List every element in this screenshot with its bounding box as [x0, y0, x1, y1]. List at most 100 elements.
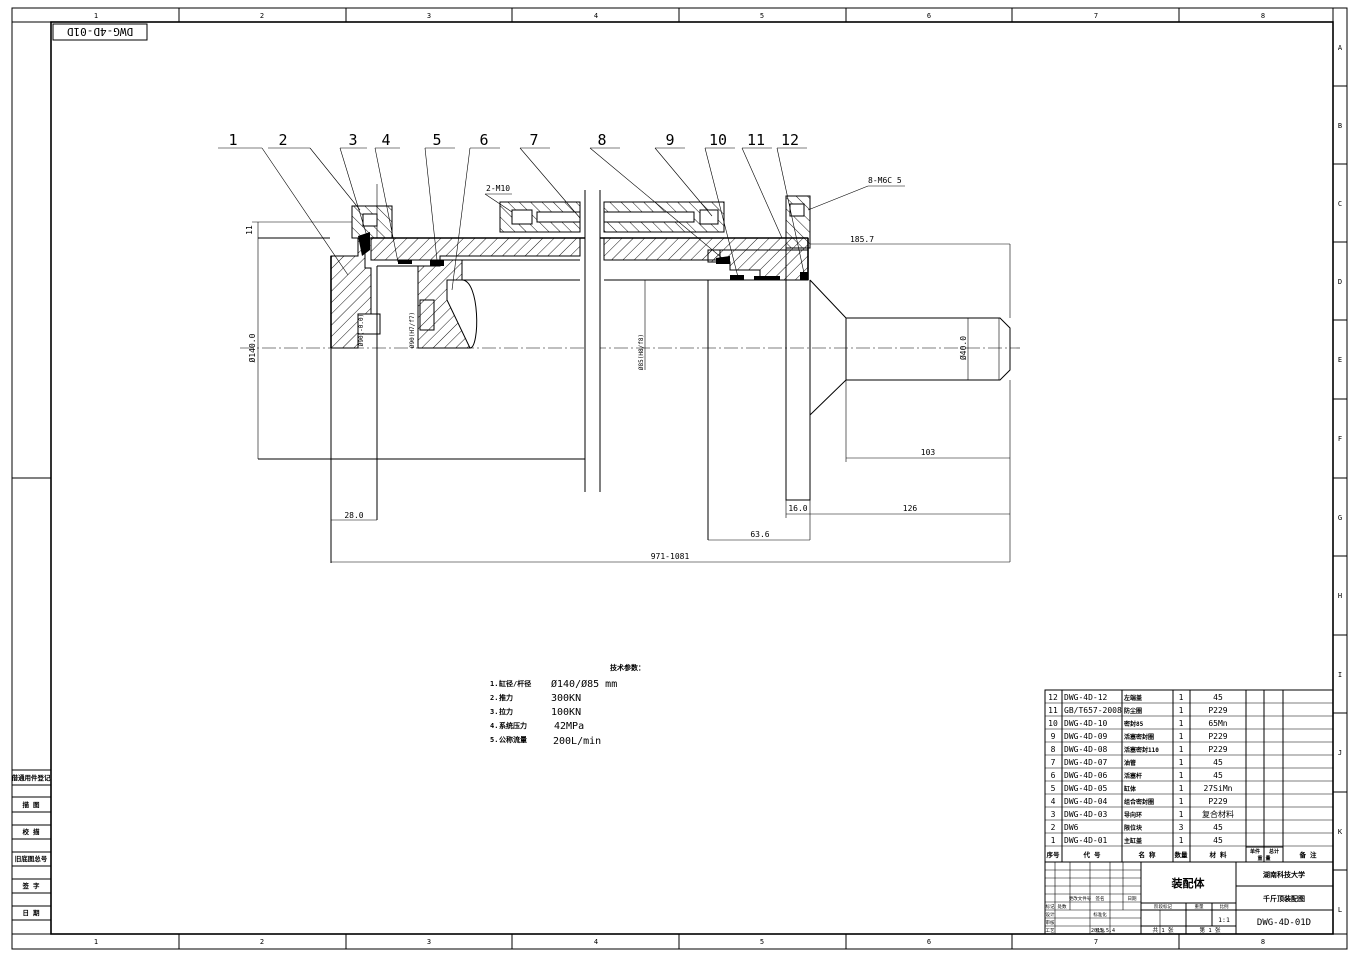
tb-label-mark: 标记 [1046, 903, 1055, 910]
parts-cell-name: 导向环 [1124, 811, 1142, 819]
parts-header-wunit: 重 量 [1257, 855, 1270, 862]
zone-row-i: I [1338, 671, 1342, 679]
parts-cell-name: 限位块 [1124, 824, 1143, 832]
callout-8-m6: 8-M6C 5 [868, 176, 902, 185]
tech-item-5-label: 公称流量 [499, 735, 527, 744]
parts-header-w1: 单件 [1250, 848, 1260, 855]
parts-cell-mat: 45 [1213, 836, 1223, 845]
parts-cell-name: 活塞密封圈 [1124, 733, 1154, 741]
zone-col-5b: 5 [760, 938, 764, 946]
tech-item-1-n: 1. [490, 680, 498, 688]
zone-row-e: E [1338, 356, 1342, 364]
strip-label-4: 旧底图总号 [15, 854, 48, 863]
end-cap-section [330, 237, 372, 349]
parts-cell-no: 3 [1051, 810, 1056, 819]
tb-label-ratio: 比例 [1220, 903, 1229, 910]
parts-header-name: 名 称 [1139, 850, 1156, 859]
tech-item-3-n: 3. [490, 708, 498, 716]
parts-cell-mat: 45 [1213, 693, 1223, 702]
parts-cell-no: 7 [1051, 758, 1056, 767]
balloon-4: 4 [381, 131, 390, 149]
dim-dia-140: Ø140.0 [247, 333, 257, 362]
tb-label-stage: 阶段标记 [1154, 903, 1172, 910]
dim-total: 971-1081 [651, 552, 690, 561]
zone-col-6: 6 [927, 12, 931, 20]
tb-label-approve: 批准 [1096, 927, 1105, 934]
dim-dia-a: Ø90(-0.0) [358, 314, 365, 347]
tech-item-3-value: 100KN [551, 707, 581, 718]
tb-label-design: 设计 [1046, 911, 1055, 918]
dim-dia-b: Ø90(H7/f7) [409, 312, 416, 348]
tb-label-sign: 签名 [1096, 895, 1105, 902]
parts-cell-qty: 1 [1179, 745, 1184, 754]
parts-cell-mat: 45 [1213, 823, 1223, 832]
balloon-7: 7 [529, 131, 538, 149]
zone-col-1: 1 [94, 12, 98, 20]
tech-item-3-label: 拉力 [499, 707, 513, 716]
tb-label-check: 审核 [1046, 919, 1055, 926]
parts-cell-qty: 1 [1179, 758, 1184, 767]
zone-row-l: L [1338, 906, 1342, 914]
parts-cell-code: DWG-4D-07 [1064, 758, 1108, 767]
parts-cell-name: 油管 [1124, 759, 1136, 767]
tech-item-2-n: 2. [490, 694, 498, 702]
parts-cell-name: 主缸盖 [1124, 837, 1142, 845]
parts-cell-code: DW6 [1064, 823, 1079, 832]
bolt-callouts: 2-M10 8-M6C 5 [484, 176, 905, 213]
parts-header-mat: 材 料 [1209, 850, 1227, 859]
strip-label-6: 日 期 [23, 908, 40, 917]
assembly-section-view [240, 184, 1020, 563]
parts-cell-code: DWG-4D-04 [1064, 797, 1108, 806]
zone-row-j: J [1338, 749, 1342, 757]
dim-28: 28.0 [344, 511, 363, 520]
dim-103: 103 [921, 448, 936, 457]
tech-item-4-n: 4. [490, 722, 498, 730]
parts-cell-name: 防尘圈 [1124, 707, 1142, 715]
drawing-code-stamp: DWG-4D-01D [52, 23, 148, 41]
parts-header-qty: 数量 [1175, 850, 1189, 859]
rod-gland-section [707, 249, 809, 281]
parts-cell-qty: 1 [1179, 771, 1184, 780]
tech-item-5-n: 5. [490, 736, 498, 744]
zone-col-4: 4 [594, 12, 598, 20]
parts-cell-no: 12 [1048, 693, 1058, 702]
rod-end [809, 279, 1011, 416]
zone-row-c: C [1338, 200, 1342, 208]
zone-row-f: F [1338, 435, 1342, 443]
balloon-11: 11 [747, 131, 765, 149]
tb-label-count: 处数 [1058, 903, 1067, 910]
tech-item-4-value: 42MPa [554, 721, 584, 732]
parts-header-code: 代 号 [1083, 850, 1101, 859]
tech-item-2-value: 300KN [551, 693, 581, 704]
parts-cell-qty: 1 [1179, 706, 1184, 715]
tb-label-std: 标准化 [1093, 911, 1107, 918]
zone-row-g: G [1338, 514, 1342, 522]
parts-cell-name: 组合密封圈 [1124, 798, 1154, 806]
dim-185: 185.7 [850, 235, 874, 244]
parts-cell-mat: P229 [1208, 745, 1227, 754]
zone-row-a: A [1338, 44, 1343, 52]
parts-cell-qty: 1 [1179, 719, 1184, 728]
parts-cell-code: DWG-4D-09 [1064, 732, 1108, 741]
parts-cell-mat: P229 [1208, 732, 1227, 741]
tb-assembly-name: 装配体 [1171, 876, 1206, 890]
tb-sheet-total: 共 1 张 [1153, 926, 1174, 934]
parts-header-no: 序号 [1046, 850, 1061, 859]
zone-col-6b: 6 [927, 938, 931, 946]
tb-label-process: 工艺 [1046, 928, 1055, 934]
parts-cell-mat: P229 [1208, 797, 1227, 806]
parts-cell-qty: 1 [1179, 836, 1184, 845]
balloon-10: 10 [709, 131, 727, 149]
tb-label-zone: 更改文件号 [1069, 895, 1092, 902]
parts-cell-no: 5 [1051, 784, 1056, 793]
zone-col-3b: 3 [427, 938, 431, 946]
zone-row-k: K [1338, 828, 1343, 836]
tech-item-2-label: 推力 [499, 693, 513, 702]
callout-2-m10: 2-M10 [486, 184, 510, 193]
tb-label-weight: 重量 [1195, 903, 1204, 910]
